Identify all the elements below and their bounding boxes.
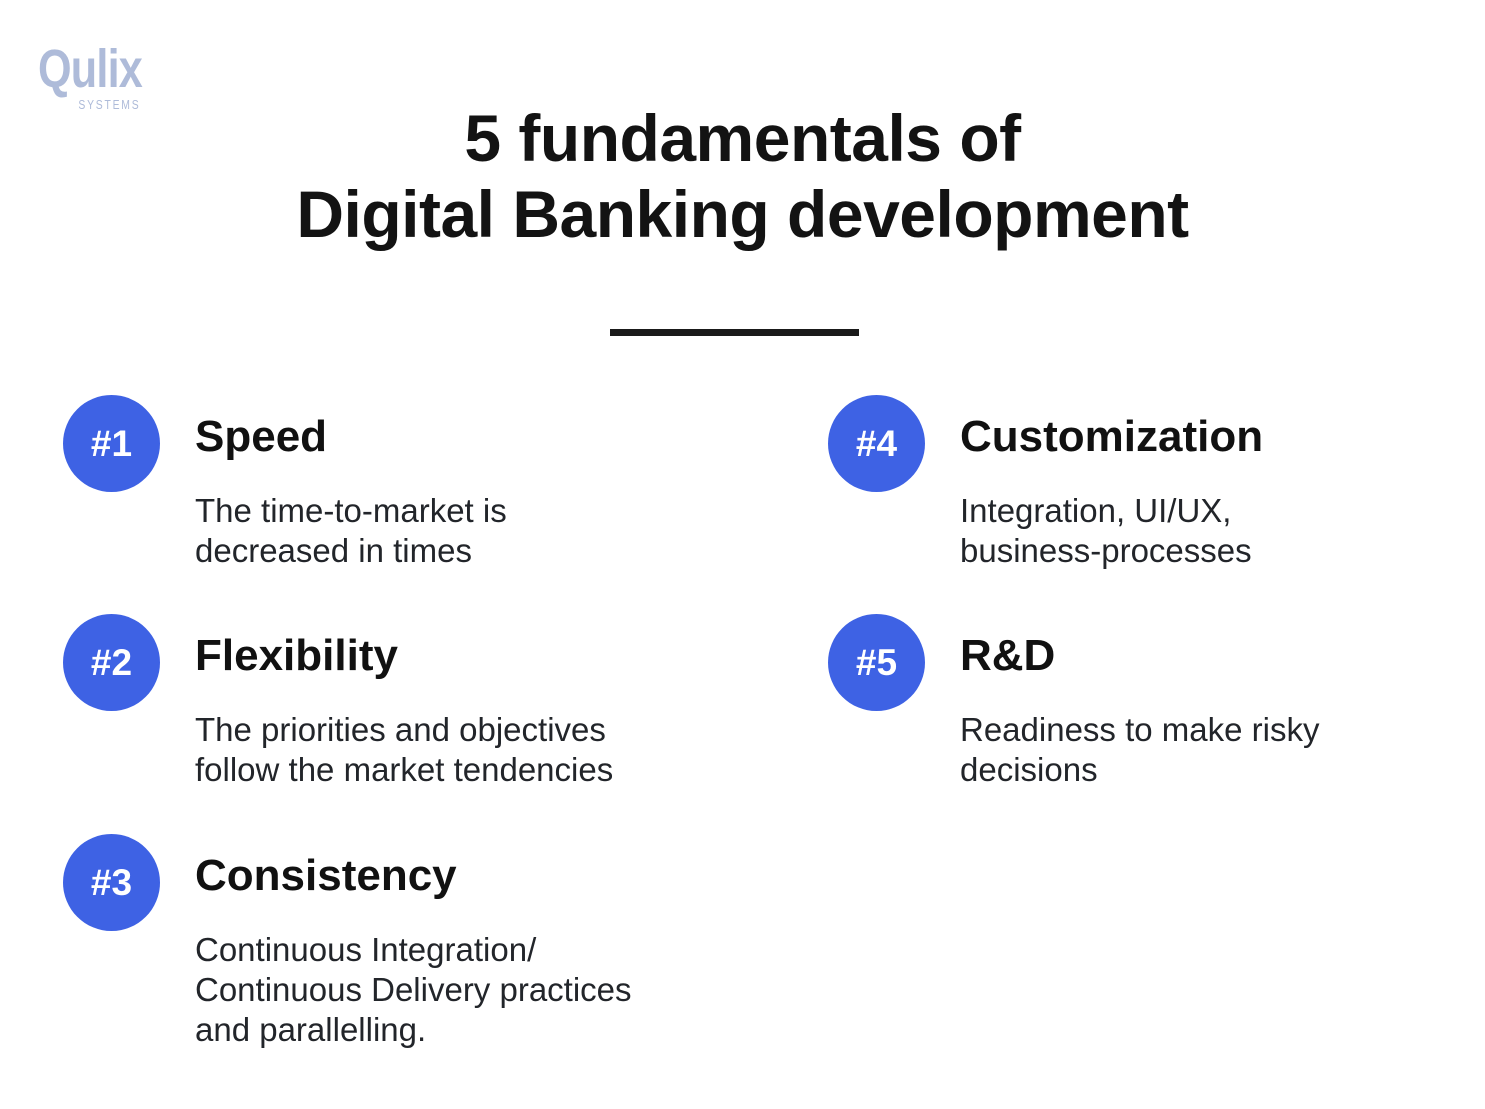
number-badge: #5 (828, 614, 925, 711)
item-description: The priorities and objectives follow the… (195, 711, 614, 788)
page-title-line-1: 5 fundamentals of (464, 101, 1021, 175)
fundamental-item-consistency: #3 Consistency Continuous Integration/ C… (63, 834, 632, 1048)
fundamental-item-flexibility: #2 Flexibility The priorities and object… (63, 614, 613, 788)
number-badge: #2 (63, 614, 160, 711)
item-content: Speed The time-to-market is decreased in… (195, 411, 755, 571)
item-title: Flexibility (195, 631, 398, 680)
number-badge: #4 (828, 395, 925, 492)
fundamental-item-rnd: #5 R&D Readiness to make risky decisions (828, 614, 1319, 788)
item-content: Consistency Continuous Integration/ Cont… (195, 850, 755, 1050)
item-description: The time-to-market is decreased in times (195, 492, 507, 569)
item-description: Readiness to make risky decisions (960, 711, 1320, 788)
fundamental-item-customization: #4 Customization Integration, UI/UX, bus… (828, 395, 1263, 569)
item-content: R&D Readiness to make risky decisions (960, 630, 1485, 790)
page-title-line-2: Digital Banking development (296, 177, 1189, 251)
item-description: Integration, UI/UX, business-processes (960, 492, 1252, 569)
item-title: Consistency (195, 851, 457, 900)
item-title: Speed (195, 412, 328, 461)
item-title: Customization (960, 412, 1264, 461)
item-content: Customization Integration, UI/UX, busine… (960, 411, 1485, 571)
logo-name: Qulix (38, 39, 143, 99)
title-divider (610, 329, 859, 336)
item-description: Continuous Integration/ Continuous Deliv… (195, 931, 632, 1048)
item-content: Flexibility The priorities and objective… (195, 630, 755, 790)
fundamental-item-speed: #1 Speed The time-to-market is decreased… (63, 395, 507, 569)
logo-subtitle: SYSTEMS (78, 97, 141, 112)
qulix-logo: Qulix SYSTEMS (38, 39, 143, 112)
item-title: R&D (960, 631, 1056, 680)
page-title: 5 fundamentals of Digital Banking develo… (0, 100, 1485, 252)
number-badge: #1 (63, 395, 160, 492)
number-badge: #3 (63, 834, 160, 931)
